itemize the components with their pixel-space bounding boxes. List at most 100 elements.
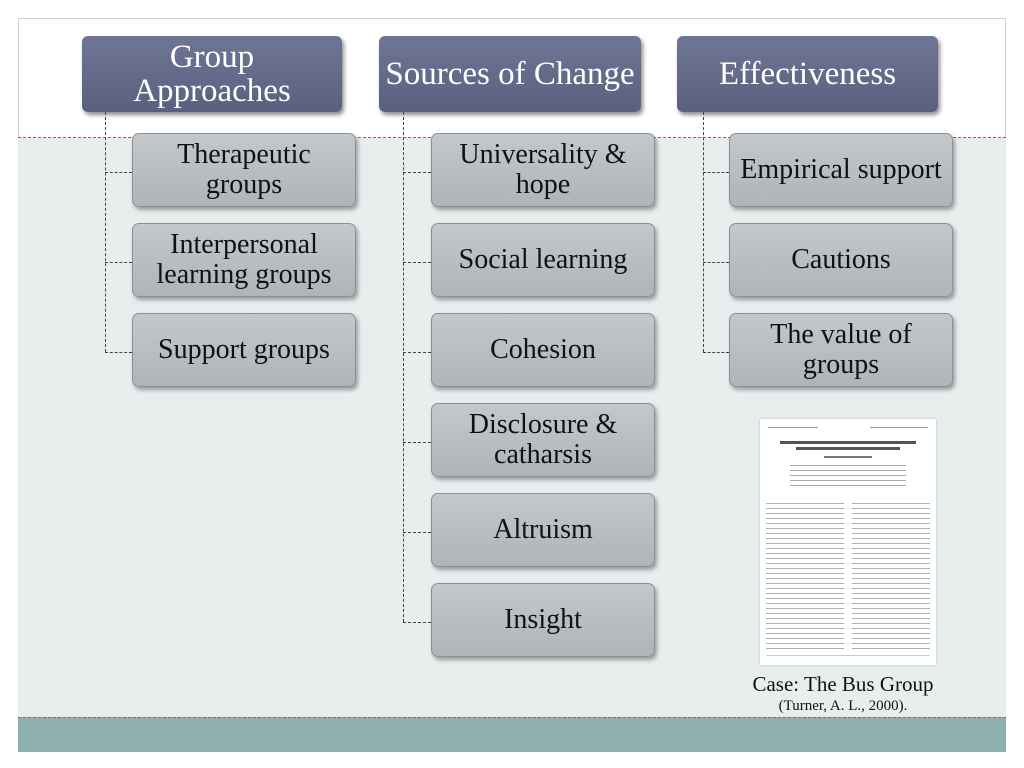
node-insight: Insight <box>431 583 655 657</box>
text-line <box>766 583 844 584</box>
text-line <box>766 628 844 629</box>
text-line <box>852 513 930 514</box>
text-line <box>766 568 844 569</box>
text-line <box>766 588 844 589</box>
node-universality-hope: Universality & hope <box>431 133 655 207</box>
text-line <box>766 518 844 519</box>
connector-horizontal <box>403 442 431 443</box>
text-line <box>790 480 906 481</box>
text-line <box>852 573 930 574</box>
text-line <box>852 633 930 634</box>
text-line <box>852 533 930 534</box>
text-line <box>796 447 900 450</box>
text-line <box>768 427 818 428</box>
text-line <box>766 618 844 619</box>
text-line <box>852 603 930 604</box>
node-value-of-groups: The value of groups <box>729 313 953 387</box>
text-line <box>766 638 844 639</box>
text-line <box>852 538 930 539</box>
text-line <box>766 513 844 514</box>
text-line <box>852 643 930 644</box>
text-line <box>852 578 930 579</box>
text-line <box>852 628 930 629</box>
text-line <box>780 441 916 444</box>
connector-vertical <box>703 112 704 352</box>
text-line <box>790 485 906 486</box>
text-line <box>766 573 844 574</box>
connector-horizontal <box>703 352 729 353</box>
text-line <box>852 598 930 599</box>
header-effectiveness: Effectiveness <box>677 36 938 112</box>
header-group-approaches: Group Approaches <box>82 36 342 112</box>
node-interpersonal-learning-groups: Interpersonal learning groups <box>132 223 356 297</box>
text-line <box>852 558 930 559</box>
article-thumbnail <box>760 419 936 665</box>
text-line <box>852 508 930 509</box>
text-line <box>766 553 844 554</box>
text-line <box>766 528 844 529</box>
text-line <box>852 623 930 624</box>
text-line <box>766 503 844 504</box>
node-empirical-support: Empirical support <box>729 133 953 207</box>
text-line <box>852 548 930 549</box>
text-line <box>766 578 844 579</box>
header-sources-of-change: Sources of Change <box>379 36 641 112</box>
text-line <box>766 603 844 604</box>
connector-horizontal <box>703 172 729 173</box>
text-line <box>766 655 930 656</box>
text-line <box>852 608 930 609</box>
connector-horizontal <box>403 172 431 173</box>
node-cautions: Cautions <box>729 223 953 297</box>
text-line <box>766 543 844 544</box>
text-line <box>824 456 872 458</box>
text-line <box>766 633 844 634</box>
text-line <box>852 523 930 524</box>
connector-vertical <box>105 112 106 352</box>
bottom-bar <box>18 717 1006 752</box>
text-line <box>766 593 844 594</box>
text-line <box>766 548 844 549</box>
text-line <box>766 533 844 534</box>
connector-horizontal <box>403 262 431 263</box>
connector-horizontal <box>105 262 132 263</box>
text-line <box>870 427 928 428</box>
text-line <box>766 648 844 649</box>
text-line <box>852 648 930 649</box>
text-line <box>852 518 930 519</box>
connector-vertical <box>403 112 404 622</box>
text-line <box>766 563 844 564</box>
text-line <box>852 543 930 544</box>
node-support-groups: Support groups <box>132 313 356 387</box>
text-line <box>852 613 930 614</box>
text-line <box>852 553 930 554</box>
caption-title: Case: The Bus Group <box>752 672 934 696</box>
text-line <box>852 568 930 569</box>
text-line <box>766 608 844 609</box>
text-line <box>790 470 906 471</box>
node-cohesion: Cohesion <box>431 313 655 387</box>
connector-horizontal <box>403 622 431 623</box>
node-disclosure-catharsis: Disclosure & catharsis <box>431 403 655 477</box>
connector-horizontal <box>703 262 729 263</box>
text-line <box>852 588 930 589</box>
text-line <box>766 508 844 509</box>
text-line <box>790 465 906 466</box>
text-line <box>790 475 906 476</box>
text-line <box>766 538 844 539</box>
text-line <box>766 598 844 599</box>
connector-horizontal <box>403 352 431 353</box>
text-line <box>852 618 930 619</box>
node-therapeutic-groups: Therapeutic groups <box>132 133 356 207</box>
text-line <box>766 558 844 559</box>
text-line <box>852 593 930 594</box>
text-line <box>766 643 844 644</box>
node-social-learning: Social learning <box>431 223 655 297</box>
node-altruism: Altruism <box>431 493 655 567</box>
text-line <box>766 523 844 524</box>
text-line <box>852 583 930 584</box>
text-line <box>852 503 930 504</box>
text-line <box>766 623 844 624</box>
caption-citation: (Turner, A. L., 2000). <box>778 698 908 714</box>
connector-horizontal <box>105 352 132 353</box>
case-caption: Case: The Bus Group (Turner, A. L., 2000… <box>730 672 956 716</box>
